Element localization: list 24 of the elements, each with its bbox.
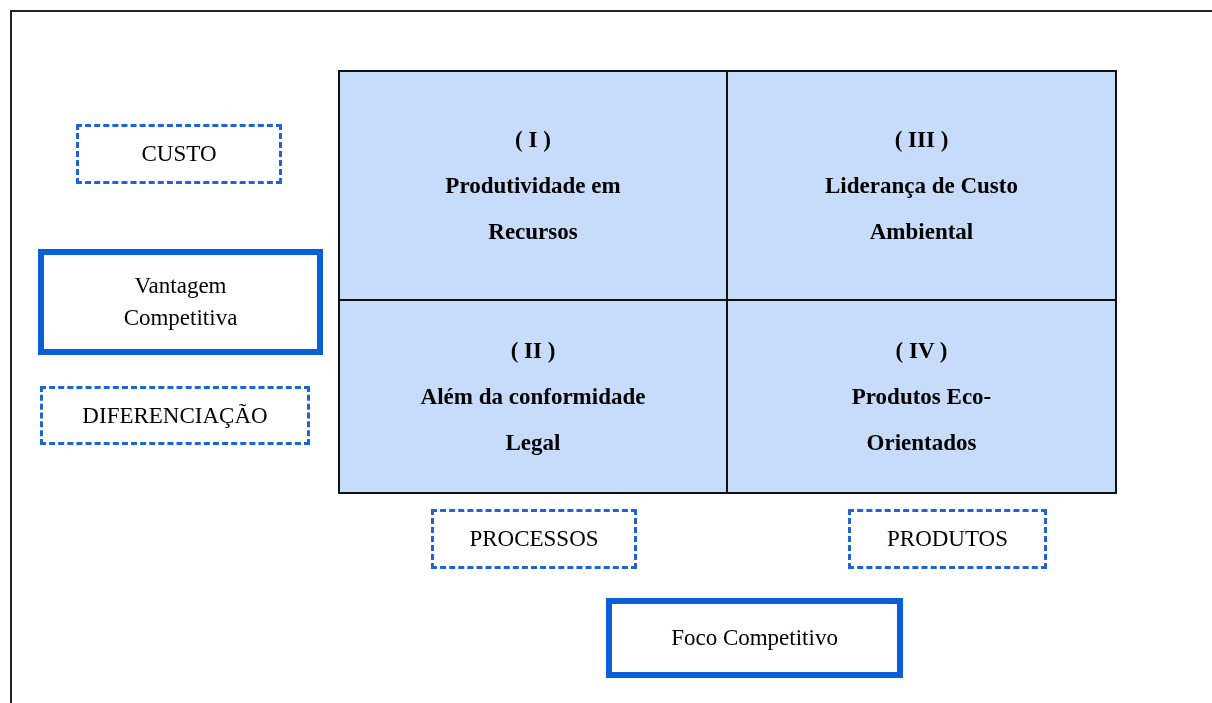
axis-label-box	[431, 509, 637, 569]
node-label: Vantagem Competitiva	[122, 271, 239, 332]
matrix-quadrant	[338, 299, 728, 494]
quadrant-title: Liderança de Custo Ambiental	[824, 171, 1019, 246]
node-label: DIFERENCIAÇÃO	[82, 402, 268, 429]
axis-label-box	[848, 509, 1047, 569]
quadrant-number: ( I )	[515, 125, 551, 154]
quadrant-title: Além da conformidade Legal	[419, 382, 647, 457]
quadrant-number: ( IV )	[895, 336, 948, 365]
matrix-quadrant	[338, 70, 728, 301]
node-label: PROCESSOS	[469, 526, 599, 552]
node-label: PRODUTOS	[887, 526, 1008, 552]
quadrant-number: ( III )	[894, 125, 949, 154]
node-label: Foco Competitivo	[671, 623, 838, 652]
matrix-quadrant	[726, 70, 1117, 301]
quadrant-number: ( II )	[510, 336, 556, 365]
axis-label-box	[40, 386, 310, 445]
node-label: CUSTO	[141, 141, 217, 167]
quadrant-title: Produtos Eco- Orientados	[850, 382, 993, 457]
matrix-quadrant	[726, 299, 1117, 494]
axis-title-box	[606, 598, 903, 678]
quadrant-title: Produtividade em Recursos	[444, 171, 622, 246]
axis-title-box	[38, 249, 323, 355]
axis-label-box	[76, 124, 282, 184]
